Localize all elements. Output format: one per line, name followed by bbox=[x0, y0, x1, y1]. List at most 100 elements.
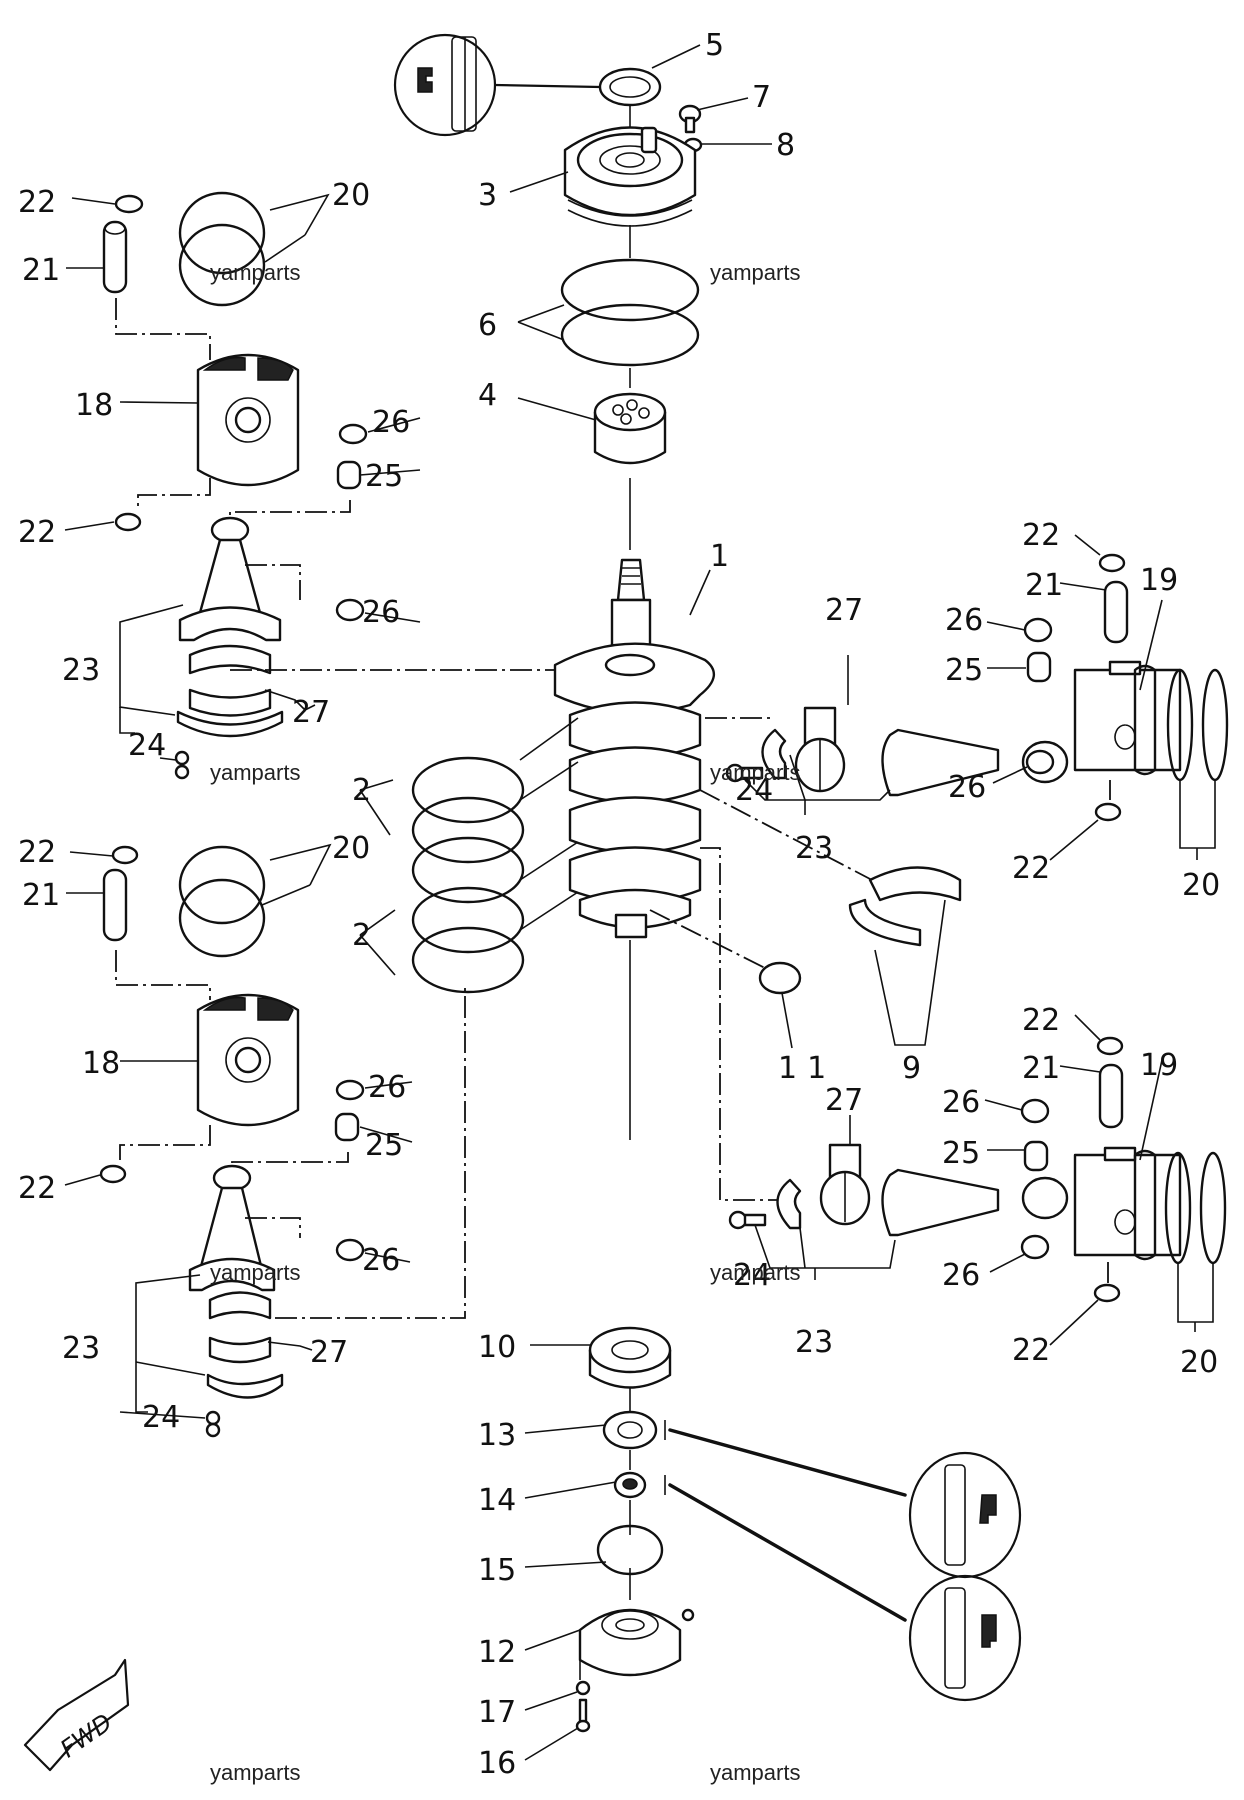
o-ring-6[interactable] bbox=[560, 258, 700, 367]
callout-22-tl-b[interactable]: 22 bbox=[18, 515, 56, 550]
washer-26-tl-b[interactable] bbox=[335, 598, 365, 622]
piston-18-bl[interactable] bbox=[196, 993, 300, 1127]
callout-2a[interactable]: 2 bbox=[352, 773, 371, 808]
piston-pin-clip-22-br-b[interactable] bbox=[1093, 1283, 1121, 1303]
callout-12[interactable]: 12 bbox=[478, 1635, 516, 1670]
piston-pin-21-tr[interactable] bbox=[1103, 580, 1129, 644]
callout-27-tr[interactable]: 27 bbox=[825, 593, 863, 628]
callout-20-br[interactable]: 20 bbox=[1180, 1345, 1218, 1380]
callout-10[interactable]: 10 bbox=[478, 1330, 516, 1365]
piston-ring-set-20-bl[interactable] bbox=[178, 845, 266, 958]
callout-20-bl[interactable]: 20 bbox=[332, 831, 370, 866]
callout-11[interactable]: 11 bbox=[778, 1051, 836, 1086]
piston-pin-clip-22-bl-a[interactable] bbox=[111, 845, 139, 865]
callout-20-tl[interactable]: 20 bbox=[332, 178, 370, 213]
callout-19-tr[interactable]: 19 bbox=[1140, 563, 1178, 598]
washer-26-bl-a[interactable] bbox=[335, 1079, 365, 1101]
callout-22-tr-a[interactable]: 22 bbox=[1022, 518, 1060, 553]
callout-6[interactable]: 6 bbox=[478, 308, 497, 343]
bolt-24-br[interactable] bbox=[728, 1210, 767, 1230]
washer-26-tl-a[interactable] bbox=[338, 423, 368, 445]
rod-cap-br[interactable] bbox=[776, 1178, 802, 1230]
oil-seal-14[interactable] bbox=[613, 1471, 647, 1499]
big-end-bearing-27-bl[interactable] bbox=[208, 1291, 272, 1364]
rod-cap-tr[interactable] bbox=[761, 728, 787, 780]
callout-26-br-a[interactable]: 26 bbox=[942, 1085, 980, 1120]
callout-27-br[interactable]: 27 bbox=[825, 1083, 863, 1118]
callout-26-br-b[interactable]: 26 bbox=[942, 1258, 980, 1293]
washer-17[interactable] bbox=[575, 1680, 591, 1696]
callout-25-br[interactable]: 25 bbox=[942, 1136, 980, 1171]
callout-2b[interactable]: 2 bbox=[352, 918, 371, 953]
callout-21-tl[interactable]: 21 bbox=[22, 253, 60, 288]
callout-8[interactable]: 8 bbox=[776, 128, 795, 163]
callout-4[interactable]: 4 bbox=[478, 378, 497, 413]
callout-15[interactable]: 15 bbox=[478, 1553, 516, 1588]
callout-25-bl[interactable]: 25 bbox=[365, 1128, 403, 1163]
piston-pin-clip-22-tr-b[interactable] bbox=[1094, 802, 1122, 822]
callout-23-tl[interactable]: 23 bbox=[62, 653, 100, 688]
callout-22-bl-b[interactable]: 22 bbox=[18, 1171, 56, 1206]
callout-1[interactable]: 1 bbox=[710, 539, 729, 574]
callout-24-tl[interactable]: 24 bbox=[128, 728, 166, 763]
big-end-bearing-27-br[interactable] bbox=[819, 1143, 871, 1226]
callout-25-tr[interactable]: 25 bbox=[945, 653, 983, 688]
piston-ring-set-20-tl[interactable] bbox=[178, 191, 266, 307]
piston-pin-21-br[interactable] bbox=[1098, 1063, 1124, 1129]
washer-26-br-b[interactable] bbox=[1020, 1234, 1050, 1260]
callout-9[interactable]: 9 bbox=[902, 1051, 921, 1086]
piston-pin-clip-22-bl-b[interactable] bbox=[99, 1164, 127, 1184]
upper-bearing-housing-3[interactable] bbox=[563, 126, 697, 227]
callout-26-bl-a[interactable]: 26 bbox=[368, 1070, 406, 1105]
callout-23-br[interactable]: 23 bbox=[795, 1325, 833, 1360]
callout-27-bl[interactable]: 27 bbox=[310, 1335, 348, 1370]
lower-bearing-housing-12[interactable] bbox=[578, 1608, 695, 1677]
big-end-bearing-27-tr[interactable] bbox=[794, 706, 846, 793]
callout-21-tr[interactable]: 21 bbox=[1025, 568, 1063, 603]
callout-5[interactable]: 5 bbox=[705, 28, 724, 63]
bolt-16[interactable] bbox=[575, 1698, 591, 1733]
callout-3[interactable]: 3 bbox=[478, 178, 497, 213]
callout-22-br-b[interactable]: 22 bbox=[1012, 1333, 1050, 1368]
callout-14[interactable]: 14 bbox=[478, 1483, 516, 1518]
piston-18-tl[interactable] bbox=[196, 353, 300, 487]
rod-cap-tl[interactable] bbox=[176, 710, 284, 738]
piston-19-br[interactable] bbox=[1073, 1146, 1182, 1261]
piston-pin-21-tl[interactable] bbox=[102, 220, 128, 294]
piston-19-tr[interactable] bbox=[1073, 660, 1182, 776]
callout-23-bl[interactable]: 23 bbox=[62, 1331, 100, 1366]
callout-24-tr[interactable]: 24 bbox=[735, 773, 773, 808]
piston-pin-21-bl[interactable] bbox=[102, 868, 128, 942]
callout-13[interactable]: 13 bbox=[478, 1418, 516, 1453]
small-end-bearing-25-tr[interactable] bbox=[1026, 651, 1052, 683]
connecting-rod-23-tl[interactable] bbox=[178, 516, 282, 642]
big-end-bearing-27-tl[interactable] bbox=[188, 644, 272, 717]
callout-18-bl[interactable]: 18 bbox=[82, 1046, 120, 1081]
washer-26-bl-b[interactable] bbox=[335, 1238, 365, 1262]
circlip-11[interactable] bbox=[758, 961, 802, 995]
callout-27-tl[interactable]: 27 bbox=[292, 695, 330, 730]
callout-22-br-a[interactable]: 22 bbox=[1022, 1003, 1060, 1038]
callout-21-br[interactable]: 21 bbox=[1022, 1051, 1060, 1086]
callout-19-br[interactable]: 19 bbox=[1140, 1048, 1178, 1083]
small-end-bearing-25-br[interactable] bbox=[1023, 1140, 1049, 1172]
crankshaft-1[interactable] bbox=[553, 558, 715, 939]
callout-22-tl-a[interactable]: 22 bbox=[18, 185, 56, 220]
bolt-24-tr[interactable] bbox=[725, 763, 764, 783]
ball-bearing-10[interactable] bbox=[588, 1326, 672, 1389]
piston-pin-clip-22-br-a[interactable] bbox=[1096, 1036, 1124, 1056]
piston-ring-set-2[interactable] bbox=[411, 756, 525, 994]
callout-7[interactable]: 7 bbox=[752, 80, 771, 115]
rod-cap-bl[interactable] bbox=[206, 1373, 284, 1399]
washer-26-tr-a[interactable] bbox=[1023, 617, 1053, 643]
callout-22-tr-b[interactable]: 22 bbox=[1012, 851, 1050, 886]
callout-17[interactable]: 17 bbox=[478, 1695, 516, 1730]
callout-26-tl-a[interactable]: 26 bbox=[372, 405, 410, 440]
oil-seal-13[interactable] bbox=[602, 1410, 658, 1450]
callout-26-tr-a[interactable]: 26 bbox=[945, 603, 983, 638]
callout-20-tr[interactable]: 20 bbox=[1182, 868, 1220, 903]
small-end-bearing-25-tl[interactable] bbox=[336, 460, 362, 490]
callout-25-tl[interactable]: 25 bbox=[365, 459, 403, 494]
callout-26-bl-b[interactable]: 26 bbox=[362, 1243, 400, 1278]
piston-pin-clip-22-tl-b[interactable] bbox=[114, 512, 142, 532]
